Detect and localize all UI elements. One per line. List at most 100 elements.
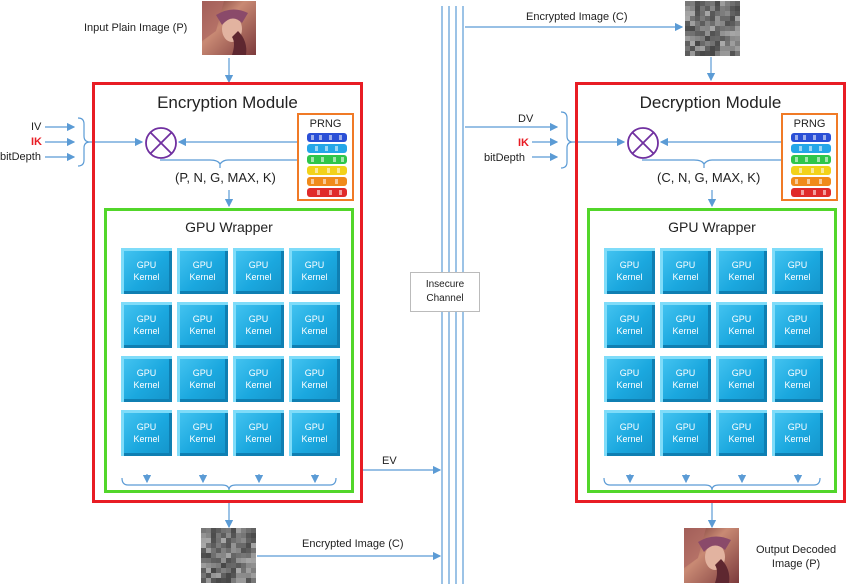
gpu-kernel-label-line1: GPU xyxy=(304,260,325,270)
gpu-kernel: GPU Kernel xyxy=(604,410,655,456)
dv-label: DV xyxy=(518,113,534,125)
gpu-kernel-label-line2: Kernel xyxy=(616,326,643,336)
channel-label-line1: Insecure xyxy=(425,279,465,290)
output-decoded-label-line1: Output Decoded xyxy=(756,544,837,556)
gpu-kernel-label-line1: GPU xyxy=(192,422,213,432)
gpu-kernel-label-line1: GPU xyxy=(675,260,696,270)
params-label: (P, N, G, MAX, K) xyxy=(175,170,276,185)
gpu-wrapper: GPU Wrapper xyxy=(587,208,837,493)
gpu-kernel: GPU Kernel xyxy=(289,356,340,402)
gpu-kernel-label-line1: GPU xyxy=(787,314,808,324)
gpu-kernel-label-line2: Kernel xyxy=(672,380,699,390)
gpu-kernel-label-line1: GPU xyxy=(731,368,752,378)
gpu-kernel-label-line2: Kernel xyxy=(301,272,328,282)
gpu-kernel-label-line1: GPU xyxy=(619,368,640,378)
gpu-kernel-label-line1: GPU xyxy=(675,314,696,324)
gpu-kernel-label-line2: Kernel xyxy=(616,272,643,282)
gpu-kernel-label-line1: GPU xyxy=(787,368,808,378)
params-brace xyxy=(209,159,300,166)
gpu-kernel: GPU Kernel xyxy=(772,248,823,294)
gpu-kernel-label-line1: GPU xyxy=(731,260,752,270)
gpu-kernel-label-line2: Kernel xyxy=(728,434,755,444)
gpu-kernel-label-line1: GPU xyxy=(304,368,325,378)
gpu-kernel-label-line2: Kernel xyxy=(301,380,328,390)
output-decoded-label: Output Decoded Image (P) xyxy=(756,543,836,571)
encrypted-image-label: Encrypted Image (C) xyxy=(302,538,404,550)
gpu-kernel-label-line1: GPU xyxy=(192,314,213,324)
gpu-kernel-label-line2: Kernel xyxy=(672,326,699,336)
gpu-kernel-label-line1: GPU xyxy=(192,368,213,378)
gpu-kernel-label-line2: Kernel xyxy=(672,272,699,282)
gpu-kernel: GPU Kernel xyxy=(177,302,228,348)
gpu-kernel-label-line2: Kernel xyxy=(616,380,643,390)
gpu-kernel-label-line2: Kernel xyxy=(784,272,811,282)
gpu-kernel-label-line1: GPU xyxy=(136,314,157,324)
gpu-kernel-label-line1: GPU xyxy=(619,422,640,432)
xor-icon xyxy=(145,127,177,159)
gpu-kernel-label-line2: Kernel xyxy=(245,326,272,336)
gpu-kernel-label-line2: Kernel xyxy=(133,434,160,444)
random-bits-icon xyxy=(791,133,831,197)
gpu-kernel: GPU Kernel xyxy=(772,302,823,348)
gpu-kernel-label-line2: Kernel xyxy=(133,380,160,390)
gpu-kernel-label-line2: Kernel xyxy=(301,434,328,444)
encryption-module: Encryption Module xyxy=(92,82,363,503)
output-decoded-label-line2: Image (P) xyxy=(771,558,821,570)
input-brace xyxy=(560,111,574,169)
gpu-kernel: GPU Kernel xyxy=(716,410,767,456)
gpu-kernel-label-line2: Kernel xyxy=(784,326,811,336)
gpu-kernel-label-line2: Kernel xyxy=(784,434,811,444)
gpu-kernel: GPU Kernel xyxy=(121,356,172,402)
gpu-kernel-label-line2: Kernel xyxy=(672,434,699,444)
bitdepth-label: bitDepth xyxy=(484,152,525,164)
gpu-wrapper-title: GPU Wrapper xyxy=(668,219,756,235)
gpu-kernel: GPU Kernel xyxy=(604,302,655,348)
random-bits-icon xyxy=(307,133,347,197)
gpu-kernel: GPU Kernel xyxy=(772,356,823,402)
prng-label: PRNG xyxy=(793,118,826,130)
ik-label: IK xyxy=(518,137,529,149)
gpu-kernel-label-line1: GPU xyxy=(136,368,157,378)
ik-label: IK xyxy=(31,136,42,148)
gpu-kernel-label-line1: GPU xyxy=(731,422,752,432)
gpu-kernel-label-line1: GPU xyxy=(248,422,269,432)
gpu-kernel-label-line2: Kernel xyxy=(189,326,216,336)
gpu-kernel-label-line2: Kernel xyxy=(189,434,216,444)
gpu-kernel: GPU Kernel xyxy=(289,410,340,456)
gpu-kernel-label-line2: Kernel xyxy=(245,272,272,282)
gpu-kernel-label-line1: GPU xyxy=(192,260,213,270)
gpu-kernel-label-line1: GPU xyxy=(136,422,157,432)
gpu-kernel-label-line1: GPU xyxy=(619,314,640,324)
gpu-kernel: GPU Kernel xyxy=(660,248,711,294)
gpu-wrapper-title: GPU Wrapper xyxy=(185,219,273,235)
gpu-kernel-label-line2: Kernel xyxy=(616,434,643,444)
gpu-kernel-label-line2: Kernel xyxy=(784,380,811,390)
gpu-kernel-label-line2: Kernel xyxy=(245,380,272,390)
gpu-kernel: GPU Kernel xyxy=(660,302,711,348)
encrypted-image xyxy=(201,528,256,583)
gpu-kernel-label-line1: GPU xyxy=(248,314,269,324)
gpu-kernel-label-line1: GPU xyxy=(787,260,808,270)
gpu-kernel: GPU Kernel xyxy=(289,248,340,294)
prng-block: PRNG xyxy=(297,113,354,201)
gpu-kernel-label-line1: GPU xyxy=(304,314,325,324)
gpu-kernel: GPU Kernel xyxy=(233,410,284,456)
gpu-kernel: GPU Kernel xyxy=(604,356,655,402)
gpu-kernel-label-line2: Kernel xyxy=(301,326,328,336)
gpu-kernel-label-line1: GPU xyxy=(304,422,325,432)
channel-label-line2: Channel xyxy=(426,293,464,304)
insecure-channel-box: Insecure Channel xyxy=(410,272,480,312)
gpu-kernel-label-line2: Kernel xyxy=(245,434,272,444)
gpu-kernel: GPU Kernel xyxy=(289,302,340,348)
gpu-kernel-label-line2: Kernel xyxy=(728,326,755,336)
gpu-kernel-label-line1: GPU xyxy=(731,314,752,324)
xor-icon xyxy=(627,127,659,159)
